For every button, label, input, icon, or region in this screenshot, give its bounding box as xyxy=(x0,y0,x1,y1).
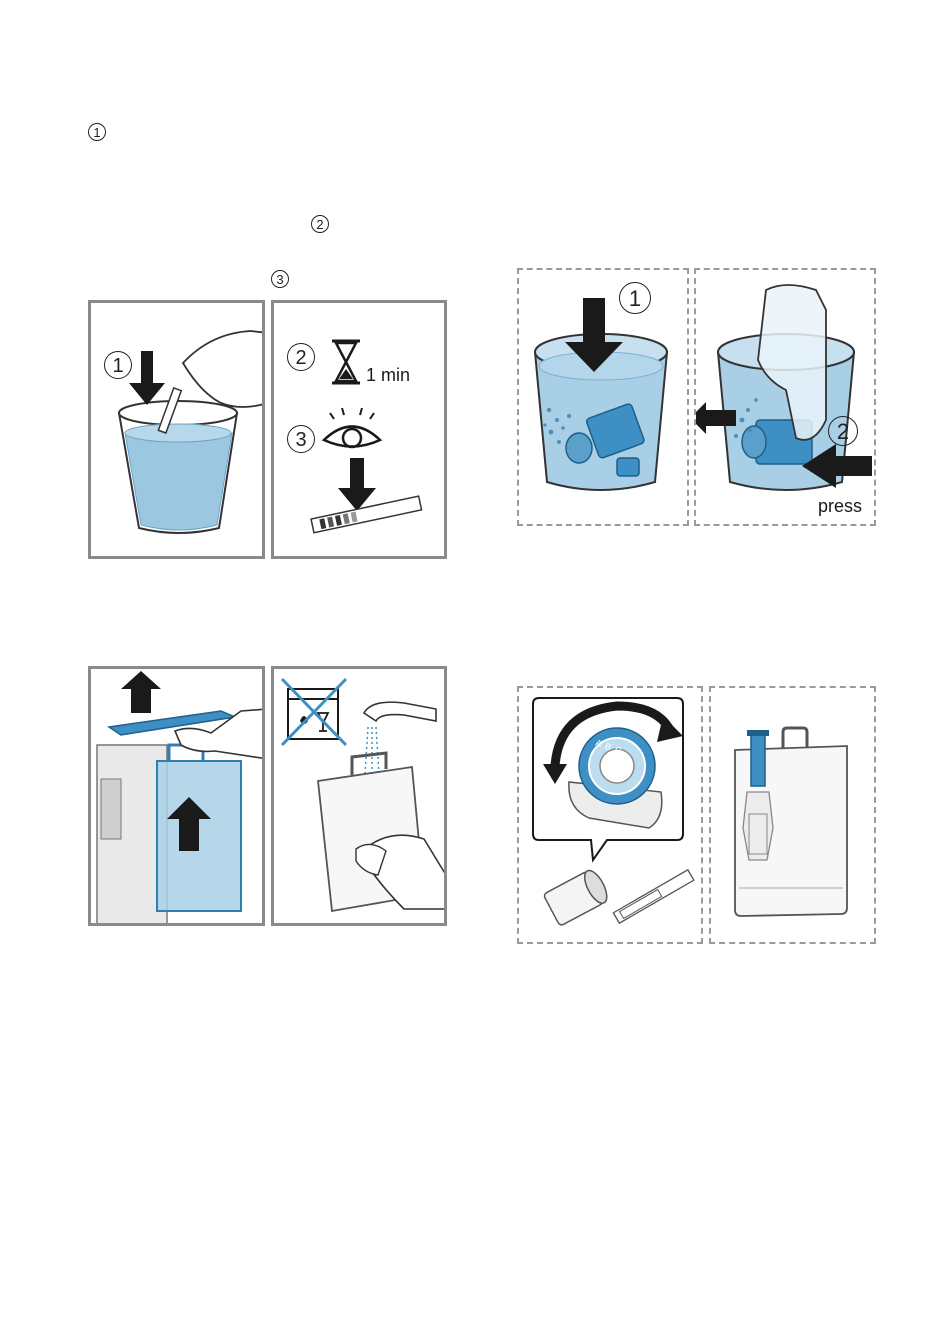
panel-filter-submerge: 1 xyxy=(517,268,689,526)
fig-a-callout-1: 1 xyxy=(104,351,132,379)
fig-a-callout-2: 2 xyxy=(287,343,315,371)
step-marker-1: 1 xyxy=(88,123,106,141)
no-dishwasher-icon xyxy=(282,679,346,745)
wait-time-label: 1 min xyxy=(366,365,410,386)
rinse-tank-illustration xyxy=(274,669,447,926)
panel-insert-filter xyxy=(709,686,876,944)
fig-b-callout-2: 2 xyxy=(828,416,858,446)
fig-b-callout-1: 1 xyxy=(619,282,651,314)
hourglass-icon xyxy=(332,341,360,383)
remove-tank-illustration xyxy=(91,669,265,926)
press-label: press xyxy=(818,496,862,517)
panel-filter-press: 2 press xyxy=(694,268,876,526)
panel-wait-read-strip: 2 3 1 min xyxy=(271,300,447,559)
panel-remove-water-tank xyxy=(88,666,265,926)
eye-icon xyxy=(324,408,380,447)
panel-rinse-water-tank xyxy=(271,666,447,926)
panel-filter-dial: A B C xyxy=(517,686,703,944)
filter-dial-illustration xyxy=(519,688,703,944)
dip-strip-illustration xyxy=(91,303,265,559)
panel-dip-test-strip: 1 xyxy=(88,300,265,559)
step-marker-3: 3 xyxy=(271,270,289,288)
fig-a-callout-3: 3 xyxy=(287,425,315,453)
step-marker-2: 2 xyxy=(311,215,329,233)
insert-filter-illustration xyxy=(711,688,876,944)
filter-submerge-illustration xyxy=(519,270,689,526)
filter-press-illustration xyxy=(696,270,876,526)
